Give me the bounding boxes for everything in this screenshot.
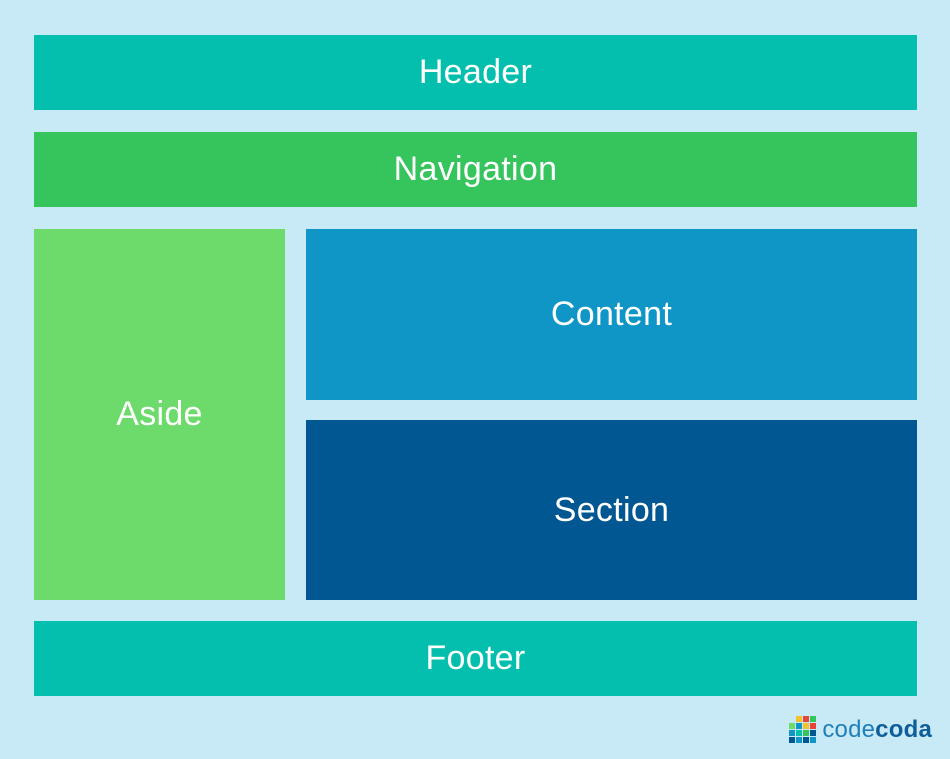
section-label: Section bbox=[553, 490, 670, 529]
navigation-block: Navigation bbox=[34, 132, 917, 207]
header-block: Header bbox=[34, 35, 917, 110]
codecoda-logo: codecoda bbox=[789, 716, 932, 743]
content-label: Content bbox=[550, 295, 673, 333]
footer-label: Footer bbox=[425, 639, 526, 677]
footer-block: Footer bbox=[34, 621, 917, 696]
navigation-label: Navigation bbox=[393, 150, 558, 188]
colored-squares-logo-icon bbox=[789, 716, 817, 743]
section-block: Section bbox=[306, 420, 917, 600]
content-block: Content bbox=[306, 229, 917, 400]
aside-label: Aside bbox=[116, 395, 203, 433]
header-label: Header bbox=[418, 53, 533, 91]
aside-block: Aside bbox=[34, 229, 285, 600]
brand-text-bold: coda bbox=[875, 715, 932, 743]
brand-text-light: code bbox=[822, 715, 876, 743]
brand-wordmark: codecoda bbox=[822, 715, 932, 743]
